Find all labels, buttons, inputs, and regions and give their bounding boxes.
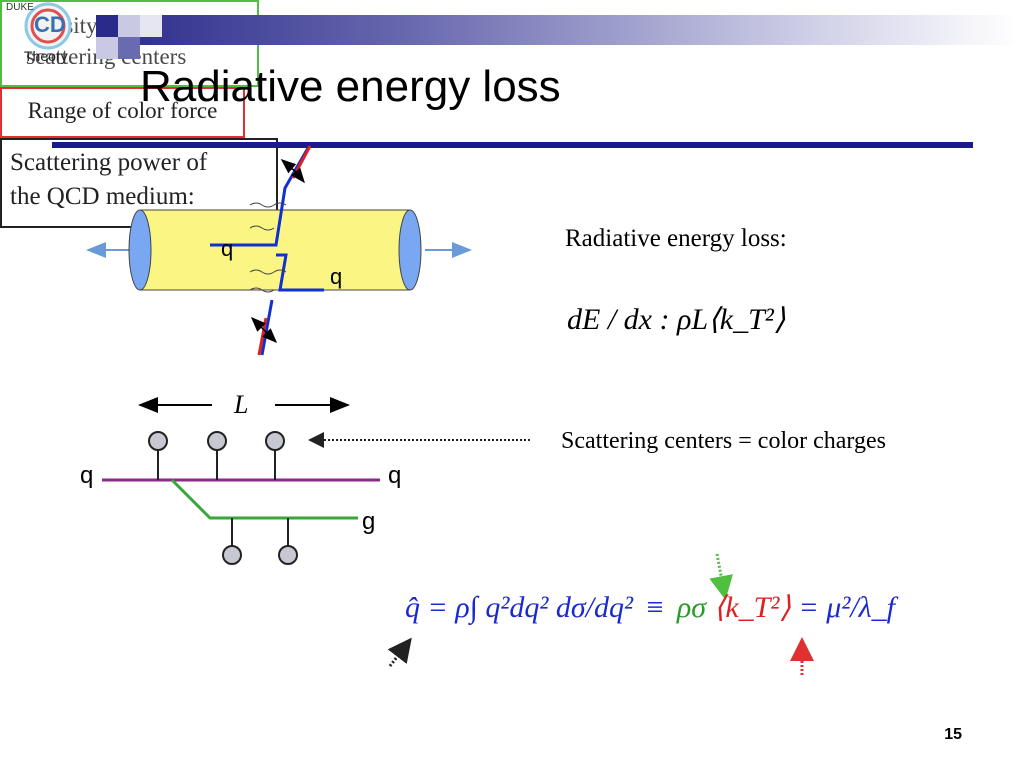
page-number: 15 — [944, 726, 962, 743]
quark-out-label: q — [330, 264, 343, 289]
slide-title: Radiative energy loss — [140, 62, 561, 111]
length-label: L — [234, 390, 249, 419]
header-band — [96, 15, 1016, 45]
qhat-red: ⟨k_T²⟩ — [713, 591, 792, 624]
range-box: Range of color force — [0, 87, 245, 138]
logo-text: Theory — [24, 48, 68, 64]
header-square — [140, 15, 162, 37]
medium-tube — [86, 209, 472, 291]
lower-quark-out-label: q — [388, 462, 402, 489]
qhat-formula: q̂ = ρ∫ q²dq² dσ/dq² ≡ ρσ ⟨k_T²⟩ = μ²/λ_… — [405, 590, 895, 625]
scattering-diagram — [102, 431, 380, 565]
header-square — [96, 37, 118, 59]
qhat-green: ρσ — [676, 591, 707, 624]
density-pointer — [709, 553, 733, 600]
gluon-label: g — [362, 508, 376, 535]
scattering-power-line2: the QCD medium: — [10, 183, 195, 210]
logo-badge: CD — [34, 12, 66, 37]
quark-in-label: q — [221, 236, 234, 261]
header-square — [96, 15, 118, 37]
qhat-equiv: ≡ — [646, 591, 664, 624]
quark-trajectory — [210, 145, 324, 356]
scattering-power-pointer — [387, 637, 412, 667]
duke-theory-logo: DUKE CD Theory — [2, 0, 82, 68]
logo-graphic — [24, 2, 72, 50]
scattering-power-line1: Scattering power of — [10, 149, 208, 176]
title-rule — [52, 142, 973, 148]
header-square — [118, 15, 140, 37]
qhat-lhs: q̂ = ρ∫ q²dq² dσ/dq² — [405, 591, 633, 624]
scattering-centers-text: Scattering centers = color charges — [561, 428, 886, 454]
radiative-heading: Radiative energy loss: — [565, 225, 787, 252]
lower-quark-in-label: q — [80, 462, 94, 489]
eloss-formula: dE / dx : ρL⟨k_T²⟩ — [567, 303, 786, 336]
qhat-rhs: = μ²/λ_f — [798, 591, 895, 624]
header-square — [118, 37, 140, 59]
